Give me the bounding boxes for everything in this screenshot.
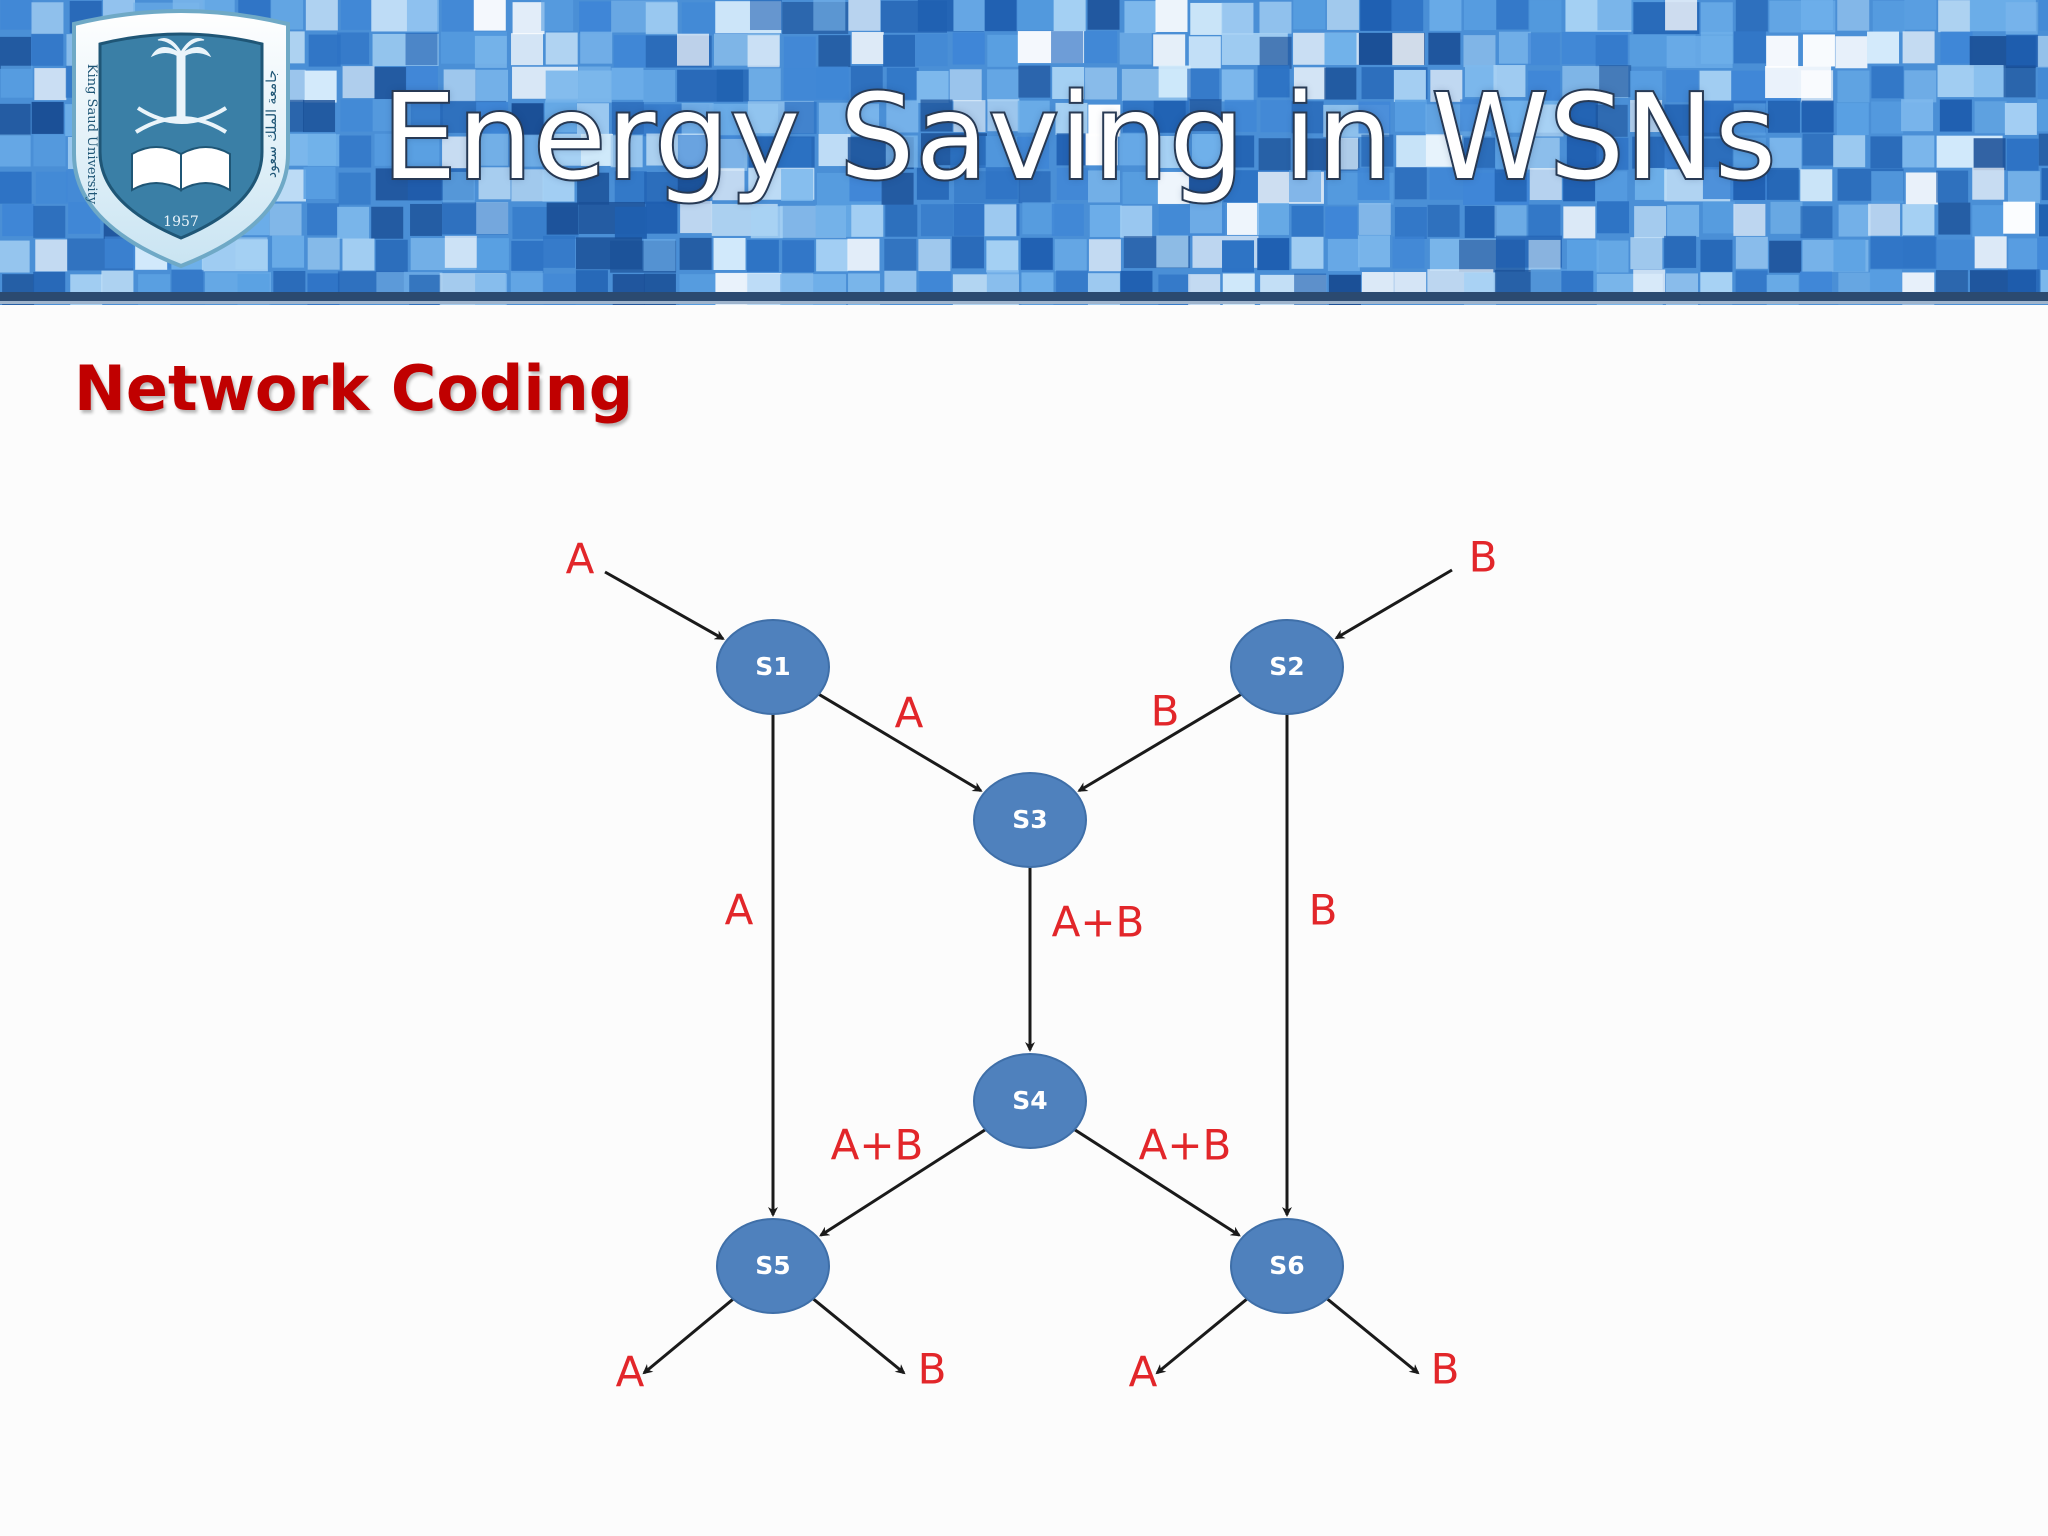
node-s2: S2 [1230,619,1344,715]
edge-label-s5-to-out-5a: A [616,1348,645,1397]
node-s2-label: S2 [1269,652,1304,681]
edge-s1-to-s3 [817,692,983,793]
mosaic-background [0,0,2048,305]
edge-label-s6-to-out-6b: B [1431,1345,1460,1394]
section-heading: Network Coding [74,352,634,425]
node-s1-circle [716,619,830,715]
edge-label-s5-to-out-5b: B [918,1345,947,1394]
logo-year: 1957 [163,214,199,230]
node-s4-circle [973,1053,1087,1149]
logo-text-left: King Saud University [84,64,99,205]
palm-icon [150,38,212,121]
node-s4: S4 [973,1053,1087,1149]
university-logo: 1957 King Saud University جامعة الملك سع… [66,4,296,278]
node-s6-circle [1230,1218,1344,1314]
edge-s2-to-s3 [1077,692,1243,793]
node-s1: S1 [716,619,830,715]
edge-label-s2-to-s6: B [1309,886,1338,935]
swords-icon [134,106,228,134]
node-s3-label: S3 [1012,805,1047,834]
edge-source-b-to-s2 [1334,568,1453,640]
node-s3: S3 [973,772,1087,868]
logo-text-arabic: جامعة الملك سعود [264,70,280,178]
edge-label-s1-to-s3: A [895,689,924,738]
edge-label-source-a-to-s1: A [566,535,595,584]
node-s3-circle [973,772,1087,868]
edge-label-s2-to-s3: B [1151,687,1180,736]
edge-label-s1-to-s5: A [725,886,754,935]
node-s2-circle [1230,619,1344,715]
edge-s6-to-out-6a [1155,1297,1248,1375]
edge-s6-to-out-6b [1326,1297,1420,1375]
edge-label-s3-to-s4: A+B [1052,898,1145,947]
edge-source-a-to-s1 [604,570,725,641]
edge-s4-to-s6 [1073,1128,1241,1237]
edge-label-source-b-to-s2: B [1469,533,1498,582]
edge-s5-to-out-5a [642,1297,735,1375]
header-banner [0,0,2048,305]
edge-s5-to-out-5b [812,1297,906,1375]
node-s5: S5 [716,1218,830,1314]
node-s6: S6 [1230,1218,1344,1314]
node-s1-label: S1 [755,652,790,681]
edge-label-s6-to-out-6a: A [1129,1348,1158,1397]
header-divider [0,292,2048,304]
edge-label-s4-to-s5: A+B [831,1121,924,1170]
book-icon [131,146,231,192]
node-s4-label: S4 [1012,1086,1047,1115]
edge-s4-to-s5 [819,1128,987,1237]
edge-label-s4-to-s6: A+B [1139,1121,1232,1170]
slide-title: Energy Saving in WSNs [380,66,1778,208]
node-s6-label: S6 [1269,1251,1304,1280]
node-s5-circle [716,1218,830,1314]
node-s5-label: S5 [755,1251,790,1280]
